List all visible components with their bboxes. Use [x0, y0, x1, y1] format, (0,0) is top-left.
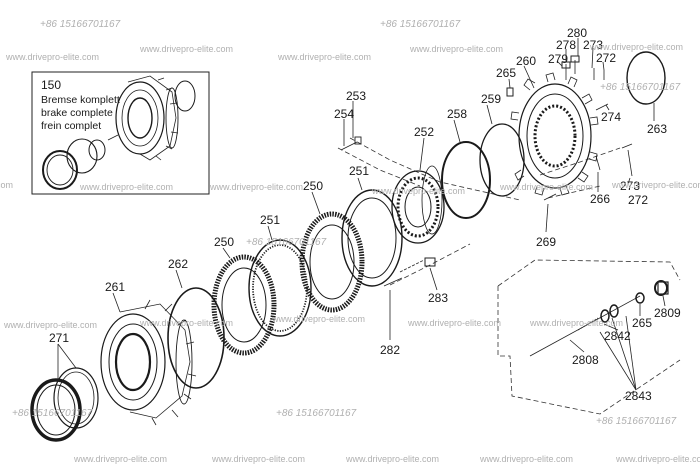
- brake-complete-inset: 150 Bremse komplett brake complete frein…: [31, 71, 210, 195]
- watermark-url: www.drivepro-elite.com: [611, 180, 700, 190]
- watermark-phone: +86 15166701167: [246, 237, 327, 248]
- watermarks: +86 15166701167 +86 15166701167 www.driv…: [0, 19, 700, 464]
- label-2842: 2842: [604, 329, 631, 343]
- label-253: 253: [346, 89, 366, 103]
- watermark-url: www.drivepro-elite.com: [499, 182, 593, 192]
- watermark-phone: +86 15166701167: [596, 416, 677, 427]
- label-274: 274: [601, 110, 621, 124]
- label-263: 263: [647, 122, 667, 136]
- watermark-url: www.drivepro-elite.com: [589, 42, 683, 52]
- label-251-lower: 251: [260, 213, 280, 227]
- part-250-friction-disc-lower: [211, 254, 277, 356]
- watermark-url: www.drivepro-elite.com: [271, 314, 365, 324]
- label-2843: 2843: [625, 389, 652, 403]
- label-250-upper: 250: [303, 179, 323, 193]
- watermark-url: www.drivepro-elite.com: [79, 182, 173, 192]
- label-259: 259: [481, 92, 501, 106]
- watermark-url: www.drivepro-elite.com: [73, 454, 167, 464]
- label-262: 262: [168, 257, 188, 271]
- watermark-url: www.drivepro-elite.com: [3, 320, 97, 330]
- label-252: 252: [414, 125, 434, 139]
- watermark-url: www.drivepro-elite.com: [277, 52, 371, 62]
- watermark-phone: +86 15166701167: [600, 82, 681, 93]
- inset-housing-drawing: [42, 75, 196, 190]
- label-2808: 2808: [572, 353, 599, 367]
- label-254: 254: [334, 107, 354, 121]
- label-273-top: 273: [583, 38, 603, 52]
- part-number-labels: 280 278 273 279 272 260 265 253 254 259 …: [49, 26, 681, 403]
- label-273-right: 273: [620, 179, 640, 193]
- watermark-phone: +86 15166701167: [380, 19, 461, 30]
- watermark-url: www.drivepro-elite.com: [139, 44, 233, 54]
- part-260-cover: [510, 72, 599, 196]
- part-251-steel-disc-upper: [341, 189, 403, 287]
- inset-number: 150: [41, 78, 61, 92]
- watermark-url: www.drivepro-elite.com: [5, 52, 99, 62]
- watermark-url: www.drivepro-elite.com: [211, 454, 305, 464]
- part-262-o-ring: [167, 287, 225, 389]
- label-258: 258: [447, 107, 467, 121]
- label-272-top: 272: [596, 51, 616, 65]
- watermark-phone: +86 15166701167: [40, 19, 121, 30]
- part-271-rings: [30, 367, 99, 442]
- label-265-top: 265: [496, 66, 516, 80]
- label-269: 269: [536, 235, 556, 249]
- label-250-lower: 250: [214, 235, 234, 249]
- watermark-url: www.drivepro-elite.com: [209, 182, 303, 192]
- part-250-friction-disc-upper: [299, 211, 365, 313]
- label-283: 283: [428, 291, 448, 305]
- part-261-housing: [100, 299, 197, 426]
- watermark-phone: +86 15166701167: [12, 408, 93, 419]
- inset-line-fr: frein complet: [41, 120, 101, 132]
- part-258-o-ring: [441, 141, 491, 219]
- label-279: 279: [548, 52, 568, 66]
- label-261: 261: [105, 280, 125, 294]
- watermark-phone: +86 15166701167: [276, 408, 357, 419]
- label-2809: 2809: [654, 306, 681, 320]
- label-265-lower: 265: [632, 316, 652, 330]
- label-266: 266: [590, 192, 610, 206]
- watermark-url: www.drivepro-elite.com: [139, 318, 233, 328]
- label-251-upper: 251: [349, 164, 369, 178]
- label-278: 278: [556, 38, 576, 52]
- label-271: 271: [49, 331, 69, 345]
- watermark-url: www.drivepro-elite.com: [409, 44, 503, 54]
- leader-lines: [57, 38, 666, 391]
- watermark-url: www.drivepro-elite.com: [615, 454, 700, 464]
- watermark-url: www.drivepro-elite.com: [345, 454, 439, 464]
- label-280: 280: [567, 26, 587, 40]
- watermark-url: www.drivepro-elite.com: [529, 318, 623, 328]
- label-260: 260: [516, 54, 536, 68]
- inset-line-en: brake complete: [41, 107, 113, 119]
- label-282: 282: [380, 343, 400, 357]
- watermark-url: www.drivepro-elite.com: [0, 180, 13, 190]
- watermark-url: www.drivepro-elite.com: [479, 454, 573, 464]
- watermark-url: www.drivepro-elite.com: [371, 186, 465, 196]
- label-272-right: 272: [628, 193, 648, 207]
- small-hardware: [340, 55, 669, 357]
- part-259-o-ring: [479, 123, 525, 197]
- part-263-o-ring: [626, 51, 666, 105]
- inset-line-de: Bremse komplett: [41, 94, 120, 106]
- watermark-url: www.drivepro-elite.com: [407, 318, 501, 328]
- part-252-piston: [391, 165, 445, 244]
